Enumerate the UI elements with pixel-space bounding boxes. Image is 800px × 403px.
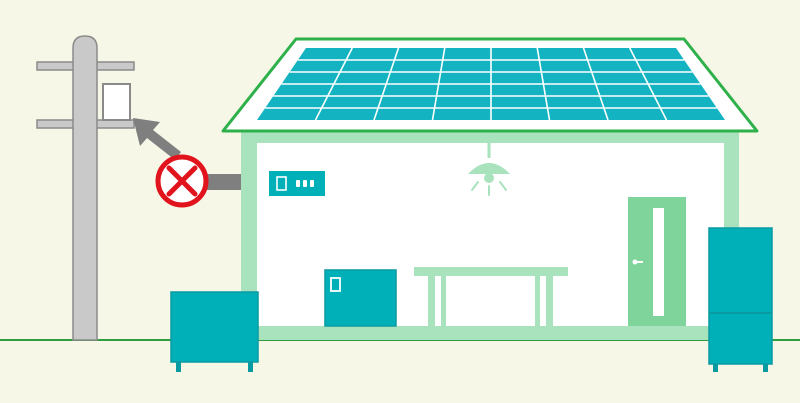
distribution-board: [269, 171, 325, 196]
appliance: [324, 269, 397, 327]
breaker-switch-3: [310, 180, 314, 187]
solar-grid-column-line: [314, 47, 353, 121]
appliance-body: [324, 269, 397, 327]
lamp-icon: [468, 143, 510, 196]
solar-grid-column-line: [431, 47, 446, 121]
lamp-ray-1: [471, 181, 479, 191]
arrow-to-pole: [133, 118, 181, 160]
solar-grid-column-line: [373, 47, 400, 121]
breaker-switch-1: [296, 180, 300, 187]
solar-grid-column-line: [582, 47, 609, 121]
table-leg-left: [428, 276, 435, 326]
table-leg-right-inner: [535, 276, 540, 326]
no-entry-icon: [155, 154, 209, 208]
door-window: [653, 208, 664, 316]
table-top: [414, 267, 568, 276]
utility-pole: [36, 35, 135, 341]
breaker-switch-2: [303, 180, 307, 187]
table: [414, 267, 568, 326]
appliance-indicator: [330, 277, 341, 292]
power-conditioner-foot-right: [248, 362, 253, 372]
storage-battery: [708, 227, 773, 372]
lamp-shade: [468, 163, 510, 174]
no-entry-cross-b: [166, 165, 198, 197]
pole-transformer: [102, 83, 131, 121]
storage-battery-foot-right: [763, 364, 768, 372]
solar-panel-grid: [265, 47, 717, 121]
power-conditioner-unit: [170, 291, 259, 372]
solar-grid-column-line: [536, 47, 551, 121]
power-conditioner-body: [170, 291, 259, 363]
storage-battery-body: [708, 227, 773, 365]
pole-shaft: [72, 35, 98, 341]
main-breaker-switch: [276, 176, 287, 191]
door: [628, 197, 686, 326]
table-leg-left-inner: [441, 276, 446, 326]
power-conditioner-foot-left: [176, 362, 181, 372]
table-leg-right: [546, 276, 553, 326]
solar-grid-column-line: [629, 47, 668, 121]
solar-panel: [257, 47, 725, 121]
house-floor: [257, 326, 724, 340]
lamp-ray-3: [499, 181, 507, 191]
lamp-bulb: [484, 173, 494, 183]
storage-battery-foot-left: [713, 364, 718, 372]
